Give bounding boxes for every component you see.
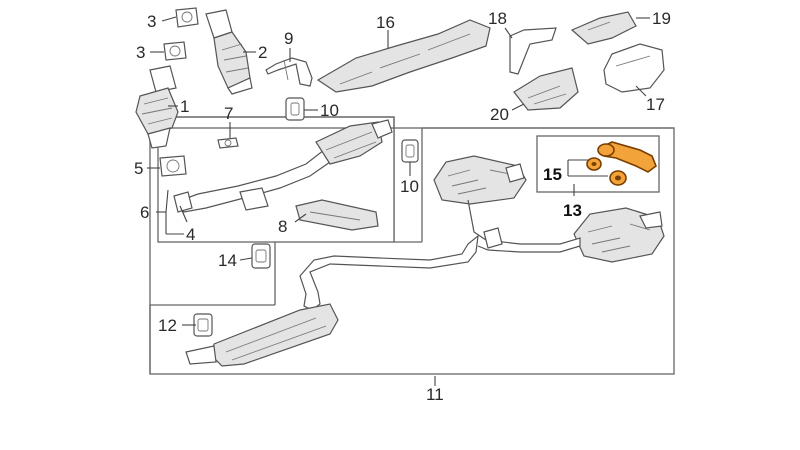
part-17-muffler-shield <box>603 43 665 93</box>
part-12-hanger <box>193 313 213 337</box>
part-10-hanger-upper <box>285 97 305 121</box>
group-frame-exhaust-system <box>149 127 675 375</box>
callout-18: 18 <box>488 9 507 28</box>
callout-14: 14 <box>218 251 237 270</box>
callout-1: 1 <box>180 97 189 116</box>
callout-6: 6 <box>140 203 149 222</box>
callout-9: 9 <box>284 29 293 48</box>
part-5-gasket <box>159 155 187 177</box>
callout-7: 7 <box>224 104 233 123</box>
callout-16: 16 <box>376 13 395 32</box>
callout-3-lower: 3 <box>136 43 145 62</box>
callout-15: 15 <box>543 165 562 184</box>
leader-lines <box>147 16 650 386</box>
part-11-exhaust-assembly <box>185 155 665 367</box>
callout-5: 5 <box>134 159 143 178</box>
group-frame-tip-kit <box>536 135 660 193</box>
callout-10-upper: 10 <box>320 101 339 120</box>
callout-13: 13 <box>563 201 582 220</box>
callout-3-upper: 3 <box>147 12 156 31</box>
callout-19: 19 <box>652 9 671 28</box>
part-19-heat-shield <box>570 11 637 45</box>
callout-17: 17 <box>646 95 665 114</box>
callout-8: 8 <box>278 217 287 236</box>
callout-11: 11 <box>426 385 444 404</box>
group-frame-front-pipe-redraw <box>157 116 395 243</box>
part-14-hanger <box>251 243 271 269</box>
callout-2: 2 <box>258 43 267 62</box>
part-16-heat-shield <box>316 19 491 93</box>
part-7-clip <box>217 137 239 149</box>
part-2-catalytic-converter-upper <box>205 9 253 95</box>
part-4-gasket <box>173 191 193 213</box>
part-20-heat-shield <box>513 67 579 111</box>
callout-12: 12 <box>158 316 177 335</box>
part-9-bracket <box>265 57 313 87</box>
part-18-bracket <box>509 27 557 75</box>
part-8-heat-shield <box>295 199 379 231</box>
part-3-gasket-upper <box>175 7 199 28</box>
part-6-front-pipe <box>175 119 393 213</box>
part-10-hanger-lower <box>401 139 419 163</box>
part-1-catalytic-converter-lower <box>135 65 179 149</box>
callout-4: 4 <box>186 225 195 244</box>
part-3-gasket-lower <box>163 41 187 61</box>
callout-10-lower: 10 <box>400 177 419 196</box>
callout-20: 20 <box>490 105 509 124</box>
part-15-exhaust-tip-highlighted <box>586 141 657 186</box>
